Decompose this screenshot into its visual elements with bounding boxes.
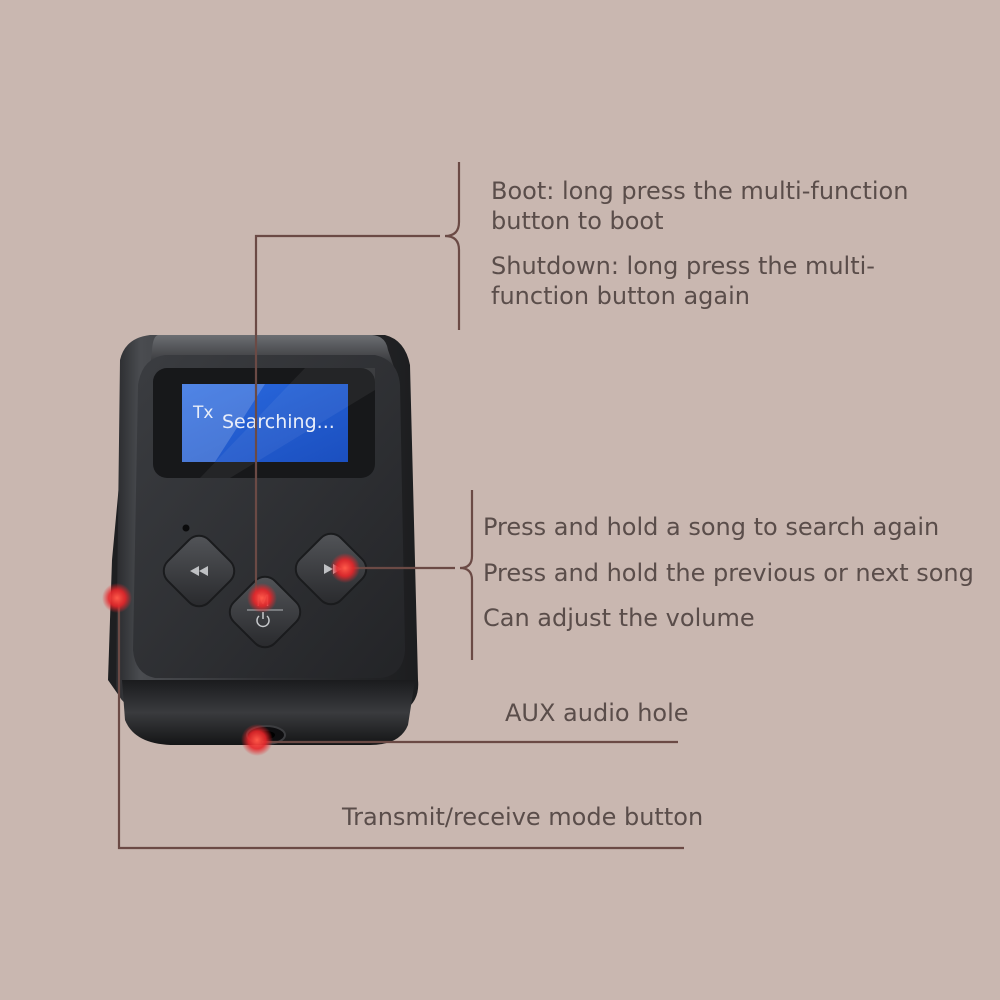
callout-lines	[117, 162, 684, 850]
device-bottom-edge	[122, 680, 415, 745]
prev-next-label: Press and hold the previous or next song	[483, 559, 974, 587]
screen-glare	[182, 384, 265, 462]
marker-aux	[241, 724, 273, 756]
playback-brace	[459, 490, 474, 660]
search-again-label: Press and hold a song to search again	[483, 513, 940, 541]
mode-callout-line	[117, 598, 684, 850]
boot-brace	[444, 162, 461, 330]
previous-button[interactable]	[158, 530, 240, 612]
mode-button-label: Transmit/receive mode button	[342, 803, 704, 831]
boot-callout-line	[254, 234, 440, 600]
aux-label: AUX audio hole	[505, 699, 689, 727]
volume-label: Can adjust the volume	[483, 604, 755, 632]
boot-label: Boot: long press the multi-function butt…	[491, 177, 909, 235]
power-icon	[256, 612, 270, 628]
lcd-screen	[182, 384, 348, 462]
screen-mode-text: Tx	[192, 403, 213, 423]
rewind-icon	[190, 566, 208, 576]
screen-glare-2	[200, 368, 375, 478]
indicator-led	[182, 524, 190, 532]
marker-mode-button	[102, 583, 132, 613]
screen-status-text: Searching...	[222, 411, 335, 433]
marker-multi-function	[247, 583, 277, 613]
marker-next	[330, 553, 360, 583]
shutdown-label: Shutdown: long press the multi-function …	[491, 252, 875, 310]
